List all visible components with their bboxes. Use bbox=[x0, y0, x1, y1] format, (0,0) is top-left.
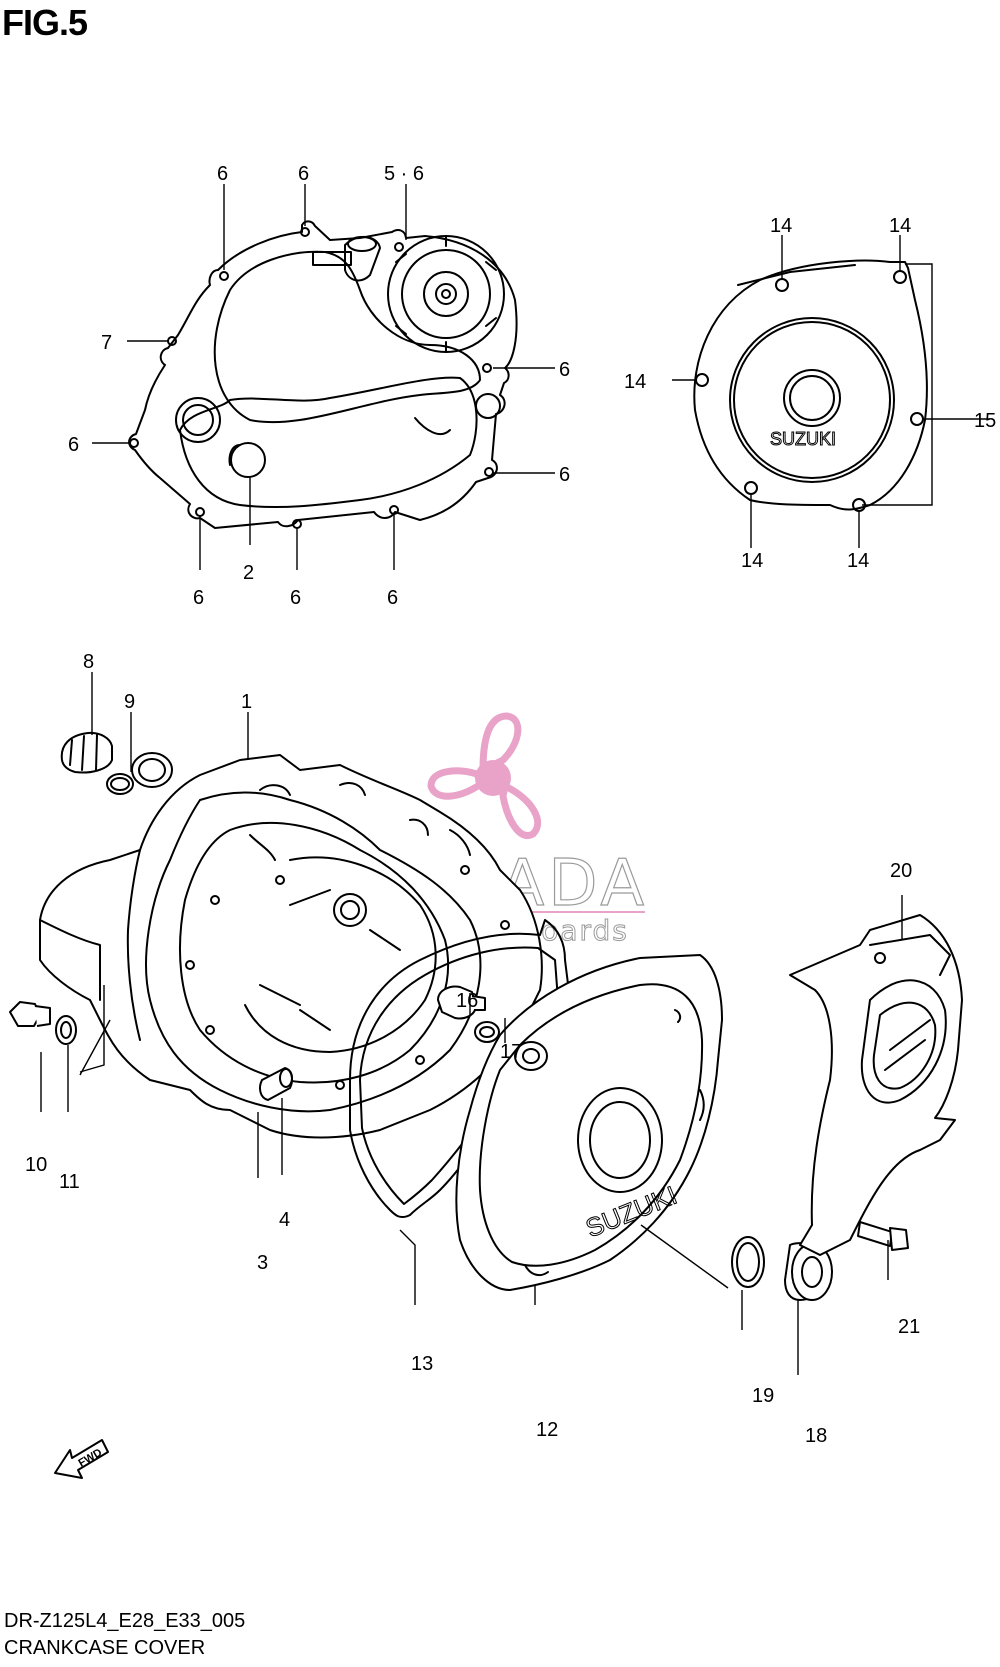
callout-6: 6 bbox=[68, 434, 79, 456]
callout-15: 15 bbox=[974, 410, 996, 432]
fwd-arrow-icon: FWD bbox=[54, 1439, 109, 1479]
timing-inspection-plug bbox=[437, 985, 500, 1043]
crankcase-cover-exploded bbox=[39, 752, 543, 1139]
exploded-leader-lines bbox=[40, 672, 903, 1375]
callout-6: 6 bbox=[559, 464, 570, 486]
callout-19: 19 bbox=[752, 1385, 774, 1407]
callout-8: 8 bbox=[83, 651, 94, 673]
callout-10: 10 bbox=[25, 1154, 47, 1176]
callout-6: 6 bbox=[559, 359, 570, 381]
callout-13: 13 bbox=[411, 1353, 433, 1375]
magneto-cover-badge: SUZUKI bbox=[770, 429, 836, 449]
callout-14: 14 bbox=[889, 215, 911, 237]
sprocket-cover bbox=[789, 914, 963, 1256]
dowel-pin bbox=[259, 1067, 294, 1101]
oil-filler-plug bbox=[60, 731, 134, 795]
magneto-cover-exploded: SUZUKI bbox=[455, 954, 723, 1291]
callout-16: 16 bbox=[456, 990, 478, 1012]
callout-20: 20 bbox=[890, 860, 912, 882]
callout-18: 18 bbox=[805, 1425, 827, 1447]
callout-9: 9 bbox=[124, 691, 135, 713]
callout-14: 14 bbox=[741, 550, 763, 572]
callout-2: 2 bbox=[243, 562, 254, 584]
model-code: DR-Z125L4_E28_E33_005 bbox=[4, 1610, 246, 1632]
callout-7: 7 bbox=[101, 332, 112, 354]
callout-17: 17 bbox=[500, 1041, 522, 1063]
callout-21: 21 bbox=[898, 1316, 920, 1338]
callout-3: 3 bbox=[257, 1252, 268, 1274]
callout-4: 4 bbox=[279, 1209, 290, 1231]
callout-11: 11 bbox=[59, 1171, 80, 1193]
magneto-cap bbox=[731, 1236, 833, 1301]
callout-14: 14 bbox=[847, 550, 869, 572]
callout-5-6: 5 · 6 bbox=[384, 163, 424, 185]
fwd-arrow-label: FWD bbox=[76, 1447, 104, 1470]
callout-6: 6 bbox=[217, 163, 228, 185]
callout-1: 1 bbox=[241, 691, 252, 713]
callout-14: 14 bbox=[624, 371, 646, 393]
magneto-cover-outline-view: SUZUKI bbox=[672, 235, 990, 548]
sprocket-cover-bolt bbox=[857, 1221, 909, 1251]
drain-plug bbox=[9, 1001, 77, 1045]
callout-6: 6 bbox=[298, 163, 309, 185]
callout-6: 6 bbox=[387, 587, 398, 609]
callout-14: 14 bbox=[770, 215, 792, 237]
figure-title: FIG.5 bbox=[2, 2, 88, 43]
crankcase-cover-outline-view bbox=[92, 184, 555, 570]
callout-6: 6 bbox=[290, 587, 301, 609]
callout-6: 6 bbox=[193, 587, 204, 609]
callout-12: 12 bbox=[536, 1419, 558, 1441]
section-name: CRANKCASE COVER bbox=[4, 1637, 206, 1659]
